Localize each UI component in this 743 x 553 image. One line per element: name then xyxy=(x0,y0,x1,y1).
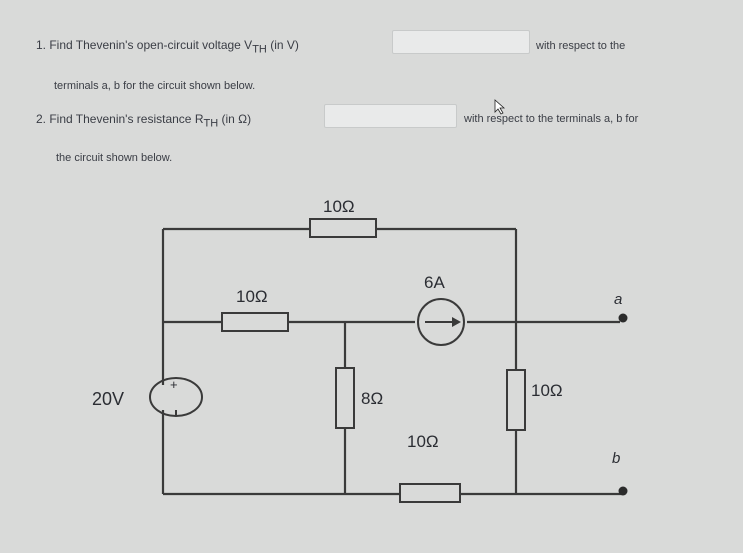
question-1-text: 1. Find Thevenin's open-circuit voltage … xyxy=(36,38,299,55)
question-1-label: 1. Find Thevenin's open-circuit voltage … xyxy=(36,38,253,52)
label-terminal-b: b xyxy=(612,450,620,467)
circuit-wires xyxy=(161,227,623,496)
resistor-center xyxy=(335,367,355,429)
label-plus-sign: + xyxy=(170,377,178,392)
label-r-center: 8Ω xyxy=(361,389,383,408)
question-2-subscript: TH xyxy=(203,117,219,130)
resistor-top xyxy=(309,218,377,238)
label-current-source: 6A xyxy=(424,273,445,292)
question-1-suffix: with respect to the xyxy=(536,40,626,52)
label-voltage-source: 20V xyxy=(92,389,124,409)
terminal-b-dot xyxy=(618,486,628,496)
rth-answer-input[interactable] xyxy=(324,104,457,128)
label-r-bottom: 10Ω xyxy=(407,432,439,451)
label-terminal-a: a xyxy=(614,291,622,308)
question-2-unit: (in Ω) xyxy=(218,112,252,126)
label-r-right: 10Ω xyxy=(531,381,563,400)
resistor-bottom xyxy=(399,483,461,503)
label-r-top: 10Ω xyxy=(323,197,355,216)
resistor-mid-left xyxy=(221,312,289,332)
question-1-unit: (in V) xyxy=(266,38,299,52)
question-2-continuation: the circuit shown below. xyxy=(56,152,173,164)
question-2-suffix: with respect to the terminals a, b for xyxy=(464,113,639,125)
resistor-right xyxy=(506,369,526,431)
question-1-continuation: terminals a, b for the circuit shown bel… xyxy=(54,80,256,92)
voltage-source xyxy=(149,377,203,417)
question-2-text: 2. Find Thevenin's resistance RTH (in Ω) xyxy=(36,112,251,129)
terminal-a-dot xyxy=(618,313,628,323)
vth-answer-input[interactable] xyxy=(392,30,530,54)
question-1-subscript: TH xyxy=(252,43,267,56)
question-2-label: 2. Find Thevenin's resistance R xyxy=(36,112,204,126)
current-source xyxy=(417,298,465,346)
mouse-cursor-icon xyxy=(494,99,506,115)
label-r-mid-left: 10Ω xyxy=(236,287,268,306)
